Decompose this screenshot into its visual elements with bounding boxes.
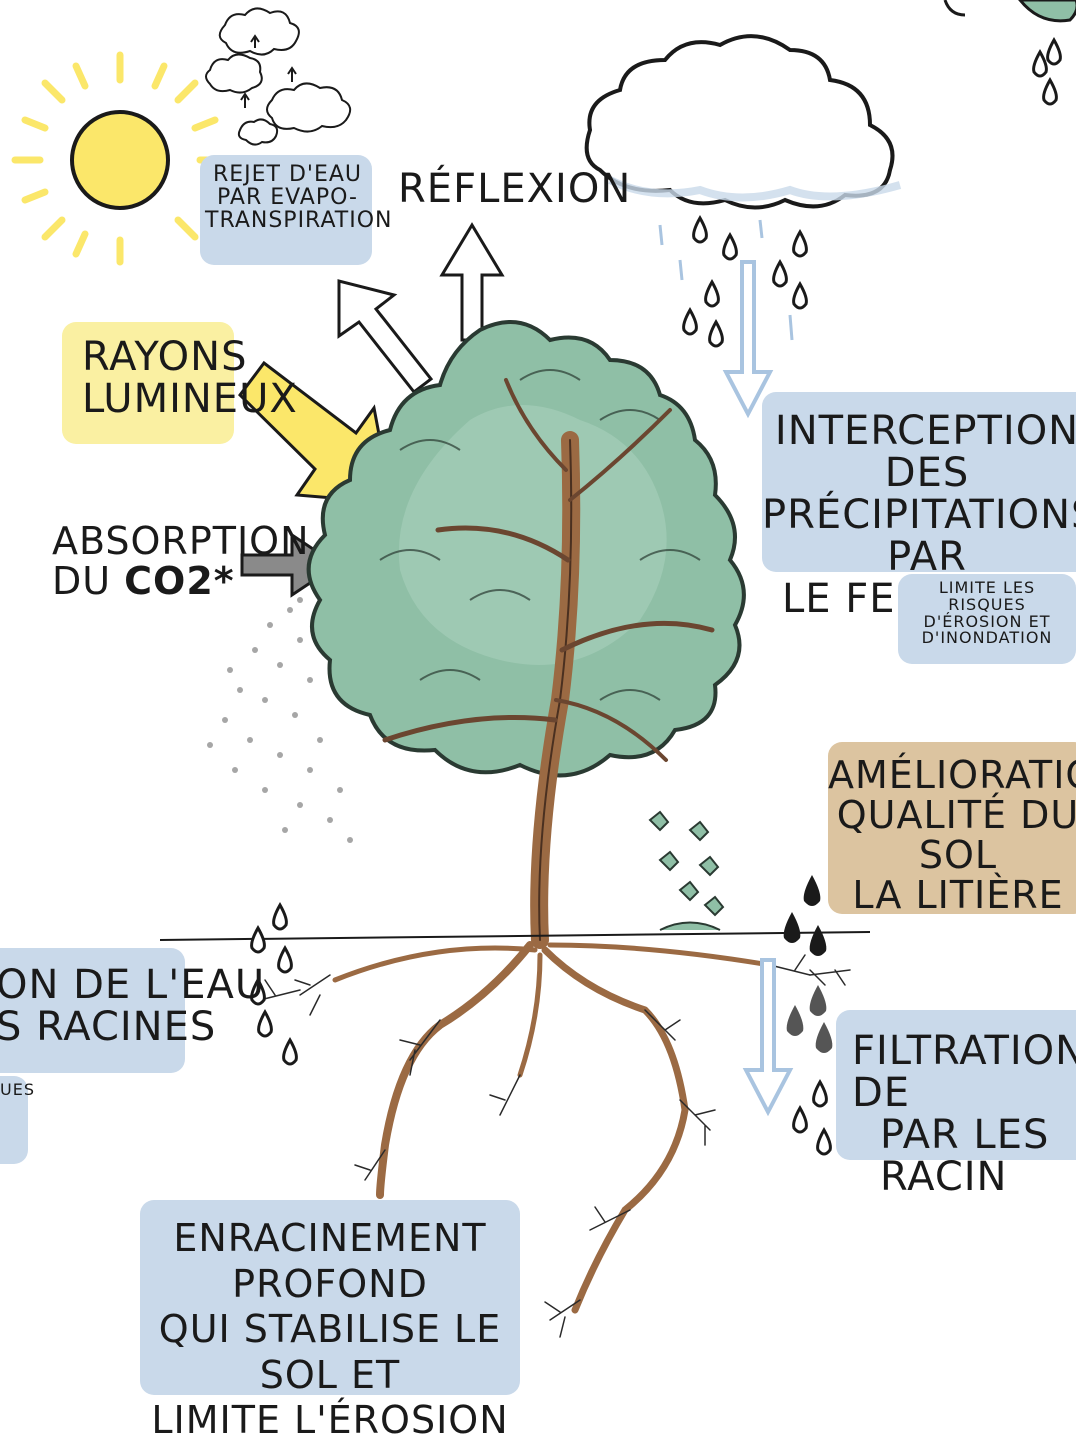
interception-line-1: INTERCEPTION DES <box>774 408 1076 496</box>
infiltration-sub-label: UES <box>0 1080 35 1099</box>
evapo-line-3: TRANSPIRATION <box>205 208 393 234</box>
infiltration-line-2: S RACINES <box>0 1004 217 1050</box>
rayons-line-2: LUMINEUX <box>82 376 298 422</box>
soil-quality-label: AMÉLIORATION QUALITÉ DU SOL LA LITIÈRE <box>828 753 1076 917</box>
filtration-box <box>836 1010 1076 1160</box>
evapo-line-2: PAR EVAPO- <box>217 185 358 211</box>
rooting-line-1: ENRACINEMENT PROFOND <box>173 1216 487 1306</box>
absorption-line-2: DU <box>52 558 112 603</box>
light-rays-label: RAYONS LUMINEUX <box>82 334 298 422</box>
filtration-line-2: PAR LES RACIN <box>880 1112 1050 1200</box>
evapotranspiration-label: REJET D'EAU PAR EVAPO- TRANSPIRATION <box>205 162 393 234</box>
amelioration-line-1: AMÉLIORATION <box>828 753 1076 797</box>
interception-sub-line-2: D'ÉROSION ET <box>923 611 1051 631</box>
vapor-arrows-icon <box>240 34 297 108</box>
rooting-line-3: LIMITE L'ÉROSION <box>151 1398 509 1443</box>
vapor-cloud-icon <box>205 7 352 146</box>
leaf-icon <box>943 0 1076 23</box>
evapo-line-1: REJET D'EAU <box>212 162 363 187</box>
tree-canopy-icon <box>306 320 746 778</box>
interception-sub-label: LIMITE LES RISQUES D'ÉROSION ET D'INONDA… <box>898 578 1076 648</box>
filtration-label: FILTRATION DE PAR LES RACIN <box>852 1030 1076 1198</box>
polluted-drops-icon <box>783 875 833 1053</box>
rooting-label: ENRACINEMENT PROFOND QUI STABILISE LE SO… <box>140 1216 520 1444</box>
interception-line-2: PRÉCIPITATIONS PAR <box>762 492 1076 580</box>
rain-streaks-icon <box>658 219 794 341</box>
clean-drops-icon <box>792 1078 832 1156</box>
filtration-line-1: FILTRATION DE <box>852 1028 1076 1116</box>
co2-label: CO2* <box>124 558 235 603</box>
sun-icon <box>11 51 229 266</box>
soil-quality-box <box>828 742 1076 914</box>
tree-ecosystem-illustration <box>11 0 1076 1338</box>
rooting-box <box>140 1200 520 1395</box>
interception-sub-line-1: LIMITE LES RISQUES <box>938 578 1036 614</box>
infiltration-box <box>0 948 185 1073</box>
amelioration-line-2: QUALITÉ DU SOL <box>836 792 1076 877</box>
interception-arrow-icon <box>722 260 774 419</box>
falling-leaves-icon <box>648 810 725 931</box>
interception-box <box>762 392 1076 572</box>
filtration-arrow-icon <box>742 958 794 1117</box>
co2-absorption-label: ABSORPTION DU CO2* <box>52 519 310 603</box>
co2-particles-icon <box>207 597 353 843</box>
rooting-line-2: QUI STABILISE LE SOL ET <box>158 1307 502 1397</box>
tree-trunk-icon <box>382 378 715 949</box>
interception-sub-box <box>898 574 1076 664</box>
reflexion-label: RÉFLEXION <box>398 166 632 212</box>
ground-line <box>159 931 871 941</box>
infiltration-line-1: ON DE L'EAU <box>0 962 266 1008</box>
raindrops-icon <box>682 36 1062 348</box>
rain-cloud-icon <box>584 34 902 210</box>
absorption-line-1: ABSORPTION <box>52 519 310 563</box>
infiltration-sub-box <box>0 1076 28 1164</box>
infiltration-label: ON DE L'EAU S RACINES <box>0 964 265 1048</box>
light-rays-box <box>62 322 234 444</box>
tree-roots-icon <box>259 941 851 1338</box>
interception-sub-line-3: D'INONDATION <box>921 628 1053 648</box>
soil-water-drops-icon <box>250 901 298 1066</box>
amelioration-line-3: LA LITIÈRE <box>852 872 1064 917</box>
evapotranspiration-box <box>200 155 372 265</box>
rayons-line-1: RAYONS <box>82 334 248 380</box>
